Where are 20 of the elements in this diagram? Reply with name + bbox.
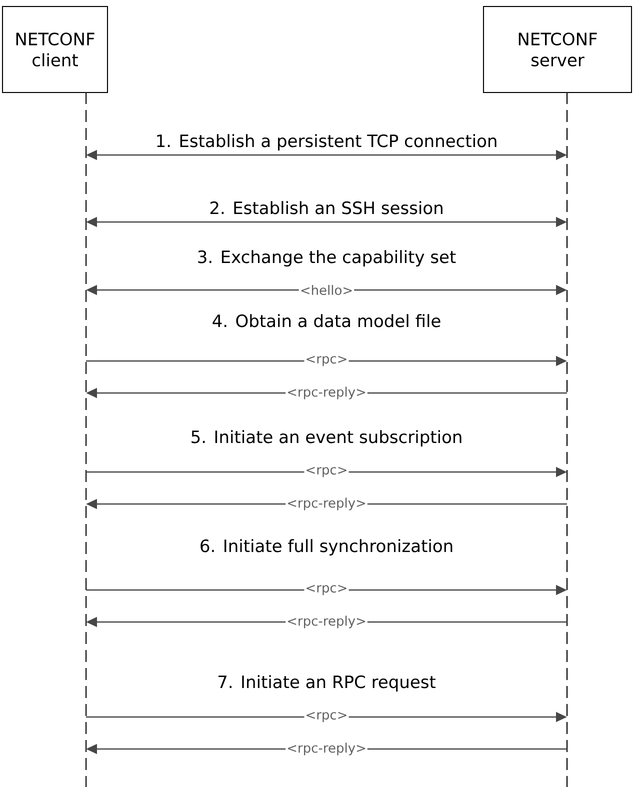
step-label: 1. Establish a persistent TCP connection — [157, 134, 496, 151]
edge-label: <rpc-reply> — [286, 498, 368, 510]
edge-label: <rpc> — [304, 466, 349, 478]
edge-label: <rpc> — [304, 712, 349, 722]
edge-label: <rpc-reply> — [286, 742, 368, 756]
step-label: 3. Exchange the capability set — [198, 250, 456, 267]
step-label: 4. Obtain a data model file — [212, 314, 440, 328]
edge-label: <rpc-reply> — [286, 386, 368, 400]
step-label: 5. Initiate an event subscription — [192, 430, 462, 447]
step-label: 2. Establish an SSH session — [210, 201, 442, 214]
step-label: 6. Initiate full synchronization — [200, 539, 452, 556]
participant-box: NETCONF server — [483, 6, 632, 93]
edge-label: <rpc> — [304, 584, 349, 596]
participant-box: NETCONF client — [2, 6, 108, 93]
step-label: 7. Initiate an RPC request — [218, 675, 436, 692]
lifeline — [85, 92, 87, 787]
edge-label: <rpc> — [304, 356, 349, 366]
edge-label: <rpc-reply> — [286, 616, 368, 628]
lifeline — [566, 92, 568, 787]
edge-label: <hello> — [298, 284, 354, 296]
